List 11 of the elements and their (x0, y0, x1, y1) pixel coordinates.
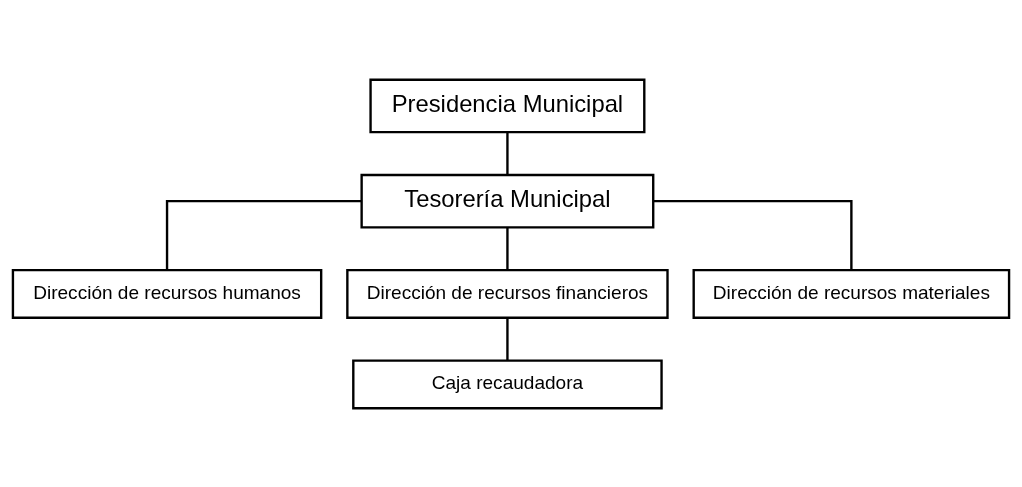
node-box: Dirección de recursos humanos (11, 268, 323, 319)
connector (506, 227, 509, 270)
node-box: Presidencia Municipal (369, 78, 646, 133)
node-box: Tesorería Municipal (360, 173, 655, 229)
connector (653, 199, 853, 270)
node-box: Dirección de recursos financieros (346, 268, 669, 319)
connector (506, 317, 509, 360)
node-box: Caja recaudadora (352, 358, 663, 409)
connector (165, 199, 362, 270)
node-box: Dirección de recursos materiales (692, 268, 1011, 319)
connector (506, 131, 509, 175)
